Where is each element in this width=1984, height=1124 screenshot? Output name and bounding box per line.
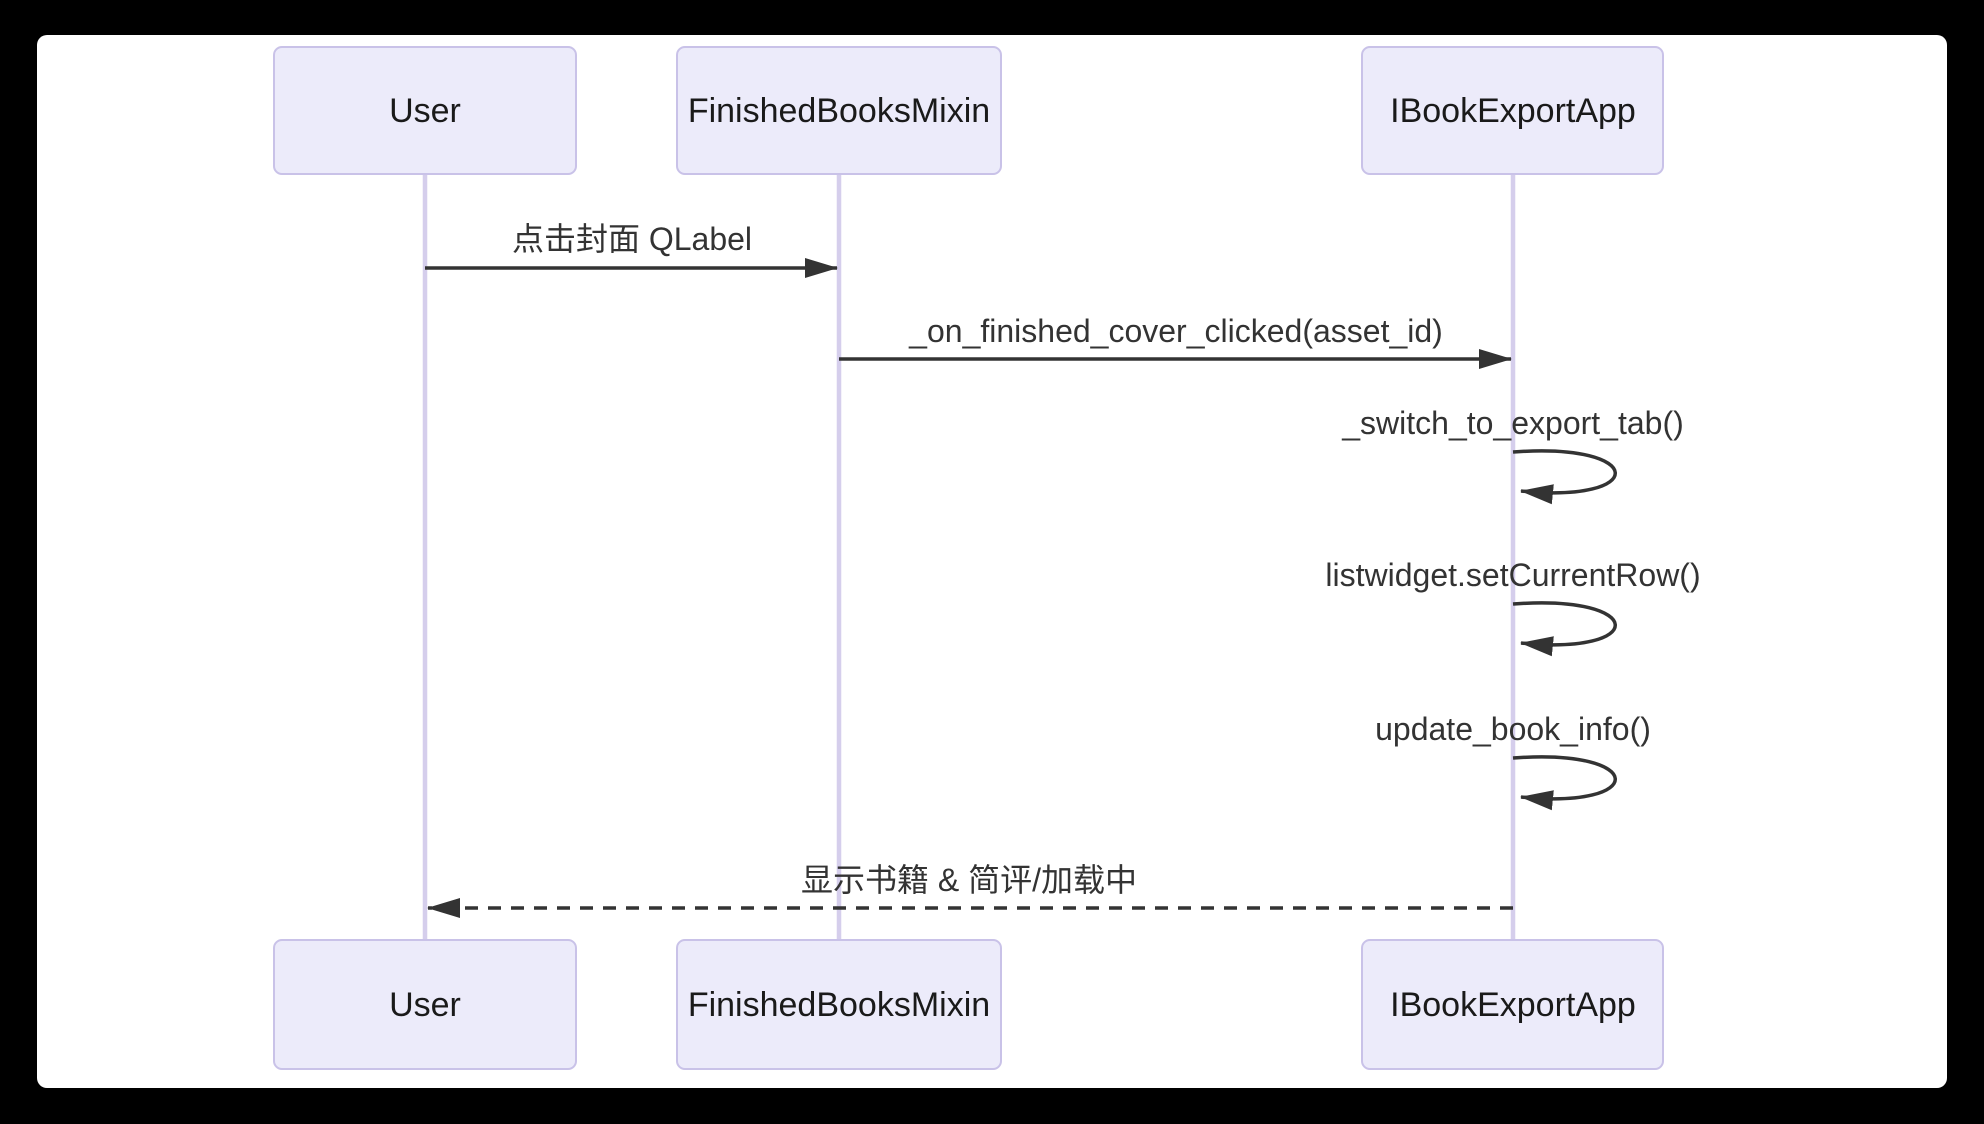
message-3-label: _switch_to_export_tab() (1341, 405, 1684, 441)
message-6: 显示书籍 & 简评/加载中 (427, 862, 1513, 918)
message-3: _switch_to_export_tab() (1341, 405, 1684, 505)
message-5-self-loop (1512, 755, 1617, 811)
actor-box-finishedbooksmixin-top (676, 46, 1002, 175)
actor-label-finishedbooksmixin-top: FinishedBooksMixin (688, 92, 990, 130)
message-4-self-loop (1512, 601, 1617, 657)
message-6-label: 显示书籍 & 简评/加载中 (801, 862, 1137, 898)
message-4-label: listwidget.setCurrentRow() (1325, 557, 1700, 593)
actor-bottom-ibookexportapp: IBookExportApp (1361, 939, 1664, 1070)
actor-box-finishedbooksmixin-bottom (676, 939, 1002, 1070)
actor-box-ibookexportapp-bottom (1361, 939, 1664, 1070)
actor-label-ibookexportapp-top: IBookExportApp (1390, 92, 1636, 130)
actor-label-ibookexportapp-bottom: IBookExportApp (1390, 986, 1636, 1024)
message-4: listwidget.setCurrentRow() (1325, 557, 1701, 657)
actor-box-user-bottom (273, 939, 577, 1070)
message-3-self-loop (1512, 449, 1617, 505)
message-2-label: _on_finished_cover_clicked(asset_id) (908, 313, 1443, 349)
message-1-label: 点击封面 QLabel (512, 221, 752, 257)
message-2: _on_finished_cover_clicked(asset_id) (839, 313, 1512, 369)
diagram-canvas (37, 35, 1947, 1088)
actor-box-user-top (273, 46, 577, 175)
message-5-label: update_book_info() (1375, 711, 1651, 747)
message-5: update_book_info() (1375, 711, 1651, 811)
message-1: 点击封面 QLabel (425, 221, 838, 278)
actor-top-ibookexportapp: IBookExportApp (1361, 46, 1664, 175)
actor-label-finishedbooksmixin-bottom: FinishedBooksMixin (688, 986, 990, 1024)
actor-box-ibookexportapp-top (1361, 46, 1664, 175)
actor-bottom-user: User (273, 939, 577, 1070)
actor-top-finishedbooksmixin: FinishedBooksMixin (676, 46, 1002, 175)
actor-top-user: User (273, 46, 577, 175)
actor-label-user-top: User (389, 92, 461, 130)
actor-label-user-bottom: User (389, 986, 461, 1024)
actor-bottom-finishedbooksmixin: FinishedBooksMixin (676, 939, 1002, 1070)
